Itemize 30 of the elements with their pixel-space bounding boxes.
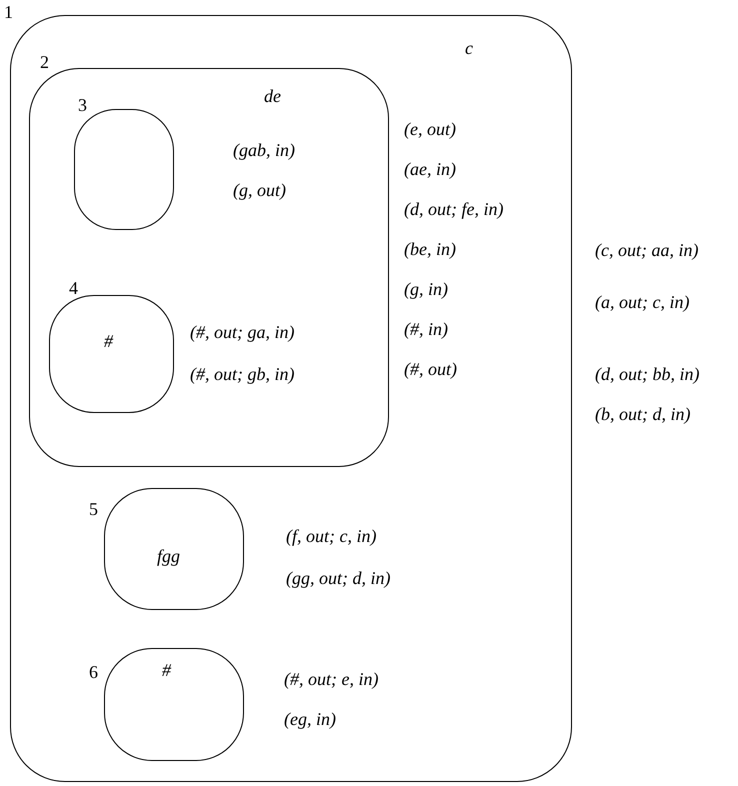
membrane-number: 1: [4, 3, 13, 23]
membrane-content: #: [162, 661, 171, 681]
rule-text: (#, out; e, in): [284, 670, 378, 690]
rule-text: (be, in): [404, 240, 456, 260]
membrane-number: 2: [40, 53, 49, 73]
membrane-number: 6: [89, 663, 98, 683]
membrane-content: fgg: [157, 547, 180, 567]
rule-text: (d, out; bb, in): [595, 365, 700, 385]
rule-text: (g, in): [404, 280, 448, 300]
rule-text: (eg, in): [284, 710, 336, 730]
membrane-content: c: [465, 39, 473, 59]
rule-text: (gg, out; d, in): [286, 569, 390, 589]
rule-text: (d, out; fe, in): [404, 200, 504, 220]
rule-text: (b, out; d, in): [595, 405, 690, 425]
rule-text: (#, out; ga, in): [190, 323, 294, 343]
rule-text: (ae, in): [404, 160, 456, 180]
rule-text: (#, out; gb, in): [190, 365, 294, 385]
membrane-content: de: [264, 87, 281, 107]
membrane-content: #: [104, 332, 113, 352]
membrane-number: 3: [78, 96, 87, 116]
rule-text: (a, out; c, in): [595, 293, 690, 313]
rule-text: (gab, in): [233, 141, 295, 161]
rule-text: (c, out; aa, in): [595, 241, 698, 261]
rule-text: (e, out): [404, 120, 456, 140]
rule-text: (f, out; c, in): [286, 527, 376, 547]
rule-text: (#, out): [404, 360, 457, 380]
rule-text: (#, in): [404, 320, 448, 340]
rule-text: (g, out): [233, 181, 286, 201]
membrane-number: 4: [69, 279, 78, 299]
membrane-number: 5: [89, 500, 98, 520]
